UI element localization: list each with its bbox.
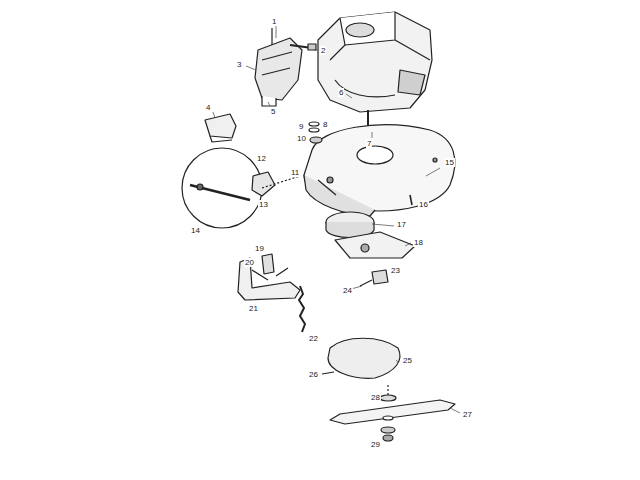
callout-number: 22 (308, 334, 319, 343)
callout-number: 15 (444, 158, 455, 167)
callout-number: 25 (402, 356, 413, 365)
callout-number: 17 (396, 220, 407, 229)
callout-number: 23 (390, 266, 401, 275)
callout-number: 27 (462, 410, 473, 419)
callout-number: 2 (320, 46, 326, 55)
callout-number: 9 (298, 122, 304, 131)
callout-number: 4 (205, 103, 211, 112)
callout-number: 20 (244, 258, 255, 267)
callout-number: 16 (418, 200, 429, 209)
callout-number: 18 (413, 238, 424, 247)
callout-number: 26 (308, 370, 319, 379)
callout-number: 29 (370, 440, 381, 449)
callout-number: 24 (342, 286, 353, 295)
callout-number: 6 (338, 88, 344, 97)
callout-number: 21 (248, 304, 259, 313)
callout-number: 8 (322, 120, 328, 129)
callout-number: 28 (370, 393, 381, 402)
callout-number: 14 (190, 226, 201, 235)
callout-number: 11 (290, 168, 300, 177)
callout-number: 19 (254, 244, 265, 253)
callout-number: 3 (236, 60, 242, 69)
callout-number: 12 (256, 154, 267, 163)
callout-number: 1 (271, 17, 277, 26)
callout-number: 5 (270, 107, 276, 116)
callout-number: 13 (258, 200, 269, 209)
callout-number: 10 (296, 134, 307, 143)
callout-number: 7 (366, 139, 372, 148)
